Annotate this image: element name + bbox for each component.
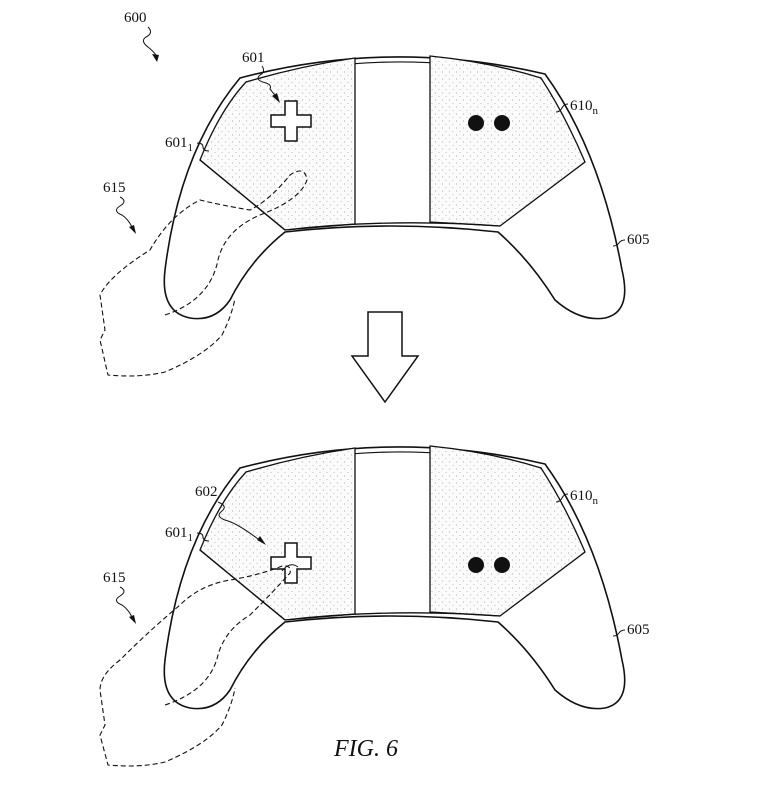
label-601: 601 <box>242 50 265 66</box>
button-icon <box>468 557 484 573</box>
figure-caption: FIG. 6 <box>333 736 398 762</box>
label-600: 600 <box>124 10 147 26</box>
label-602: 602 <box>195 484 218 500</box>
down-arrow-icon <box>350 311 420 404</box>
label-610n: 610n <box>570 488 599 507</box>
dpad-icon <box>270 100 312 142</box>
button-icon <box>494 557 510 573</box>
label-605: 605 <box>627 622 650 638</box>
button-icon <box>494 115 510 131</box>
label-615: 615 <box>103 180 126 196</box>
label-605: 605 <box>627 232 650 248</box>
label-615: 615 <box>103 570 126 586</box>
controller-top: 600 601 6011 610n 615 605 <box>99 10 650 377</box>
label-601-1: 6011 <box>165 135 193 154</box>
label-601-1: 6011 <box>165 525 193 544</box>
dpad-icon <box>270 542 312 584</box>
controller-bottom: 602 6011 610n 615 605 <box>99 445 650 767</box>
label-610n: 610n <box>570 98 599 117</box>
button-icon <box>468 115 484 131</box>
finger-outline <box>99 565 291 767</box>
